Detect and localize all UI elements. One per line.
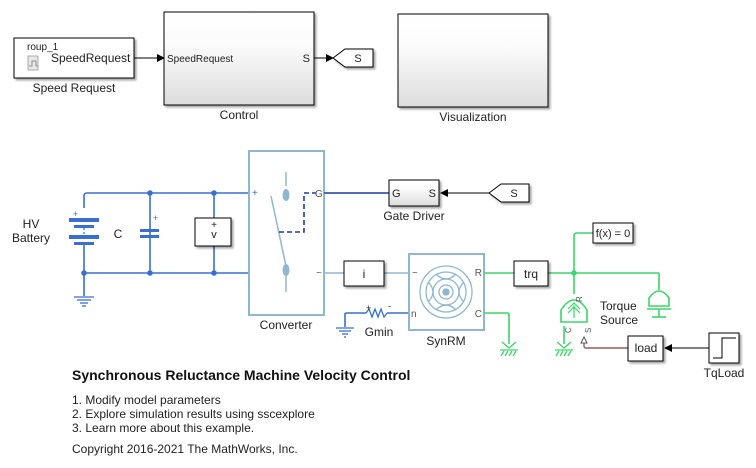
converter-g-port: G (315, 189, 323, 200)
signal-builder-icon (27, 55, 39, 71)
mechanical-ground-icon (500, 341, 518, 357)
speed-request-label: Speed Request (33, 81, 116, 95)
physical-signal-line[interactable] (580, 335, 628, 349)
load-label: load (635, 341, 658, 355)
gmin-block[interactable]: + - Gmin (344, 301, 409, 339)
visualization-label: Visualization (439, 110, 506, 124)
battery-plus: + (73, 209, 78, 219)
capacitor-plus: + (153, 213, 158, 223)
converter-ac-port: ~ (316, 268, 322, 279)
step-icon (713, 337, 736, 359)
speed-request-port-label: SpeedRequest (51, 51, 131, 65)
hv-battery-label-1: HV (23, 217, 40, 231)
speed-request-block[interactable]: roup_1 SpeedRequest Speed Request (13, 37, 135, 95)
torque-source-label-2: Source (600, 313, 638, 327)
gmin-plus: + (366, 303, 371, 313)
load-block[interactable]: load (627, 335, 664, 362)
gate-driver-g-port: G (392, 188, 401, 200)
step-link-3[interactable]: 3. Learn more about this example. (72, 421, 255, 435)
current-sensor-label: i (363, 267, 366, 281)
torque-sensor-label: trq (524, 267, 538, 281)
torque-source-s-port: S (584, 328, 593, 333)
torque-sensor-block[interactable]: trq (513, 260, 549, 287)
goto-s-tag: S (354, 53, 361, 65)
control-block[interactable]: SpeedRequest S Control (163, 11, 315, 122)
gmin-label: Gmin (365, 325, 394, 339)
gate-driver-block[interactable]: G S Gate Driver (383, 179, 445, 223)
synrm-block[interactable]: ~ n R C SynRM (408, 253, 485, 348)
group-label: roup_1 (27, 42, 59, 53)
electrical-ground-icon (74, 296, 94, 307)
gate-driver-s-port: S (429, 188, 436, 200)
current-sensor-block[interactable]: i (343, 260, 385, 287)
voltage-sensor-block[interactable]: + v (194, 217, 232, 247)
capacitor-label: C (114, 227, 123, 241)
torque-source-block[interactable]: R C S Torque Source (560, 296, 638, 333)
synrm-ac-port: ~ (412, 268, 418, 279)
tqload-label: TqLoad (704, 366, 745, 380)
torque-source-c-port: C (564, 327, 573, 333)
gmin-minus: - (388, 301, 391, 311)
synrm-c-port: C (475, 309, 482, 320)
tqload-step-block[interactable]: TqLoad (704, 332, 745, 380)
synrm-label: SynRM (426, 334, 465, 348)
from-s-block[interactable]: S (488, 183, 530, 203)
mechanical-ground-icon (555, 341, 573, 357)
from-s-tag: S (510, 188, 517, 200)
model-title: Synchronous Reluctance Machine Velocity … (72, 367, 411, 383)
converter-block[interactable]: + ~ G Converter (248, 150, 325, 332)
voltage-sensor-label: v (211, 229, 217, 241)
visualization-block[interactable]: Visualization (397, 13, 549, 124)
synrm-r-port: R (475, 268, 482, 279)
step-link-2[interactable]: 2. Explore simulation results using ssce… (72, 407, 315, 421)
control-out-port: S (303, 53, 310, 65)
hv-battery-block[interactable]: + HV Battery (12, 209, 99, 245)
mech-junction-dot (571, 270, 577, 276)
gmin-ground-icon (336, 327, 354, 338)
capacitor-block[interactable]: + C (114, 213, 159, 241)
control-label: Control (220, 108, 259, 122)
inertia-block[interactable] (647, 290, 671, 318)
motor-icon (419, 265, 473, 319)
synrm-n-port: n (411, 309, 417, 320)
step-link-1[interactable]: 1. Modify model parameters (72, 393, 221, 407)
converter-label: Converter (260, 318, 313, 332)
solver-config-label: f(x) = 0 (596, 228, 631, 240)
solver-configuration-block[interactable]: f(x) = 0 (592, 222, 634, 244)
mechanical-wires[interactable] (484, 232, 660, 344)
voltage-sensor-plus: + (211, 220, 217, 231)
torque-source-label-1: Torque (600, 299, 637, 313)
control-in-port: SpeedRequest (167, 54, 233, 65)
goto-s-block[interactable]: S (332, 48, 374, 68)
copyright-text: Copyright 2016-2021 The MathWorks, Inc. (72, 442, 298, 456)
torque-source-r-port: R (575, 296, 584, 302)
hv-battery-label-2: Battery (12, 231, 50, 245)
junction-dots (81, 190, 217, 276)
converter-plus-port: + (252, 188, 258, 199)
gate-driver-label: Gate Driver (383, 209, 444, 223)
